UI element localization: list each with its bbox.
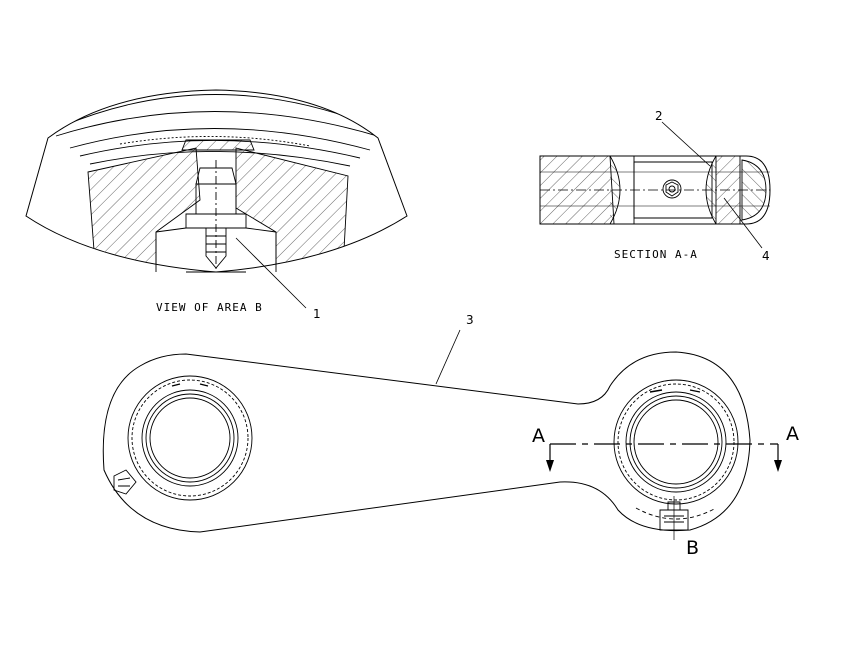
view-of-area-b <box>25 89 408 309</box>
view-b-caption: VIEW OF AREA B <box>156 301 263 314</box>
area-b-marker: B <box>686 537 700 559</box>
callout-4: 4 <box>762 249 770 263</box>
section-marker-left: A <box>532 425 545 447</box>
callout-3: 3 <box>466 313 474 327</box>
callout-1: 1 <box>313 307 321 321</box>
section-a-a <box>539 121 771 249</box>
section-marker-right: A <box>786 423 799 445</box>
callout-2: 2 <box>655 109 663 123</box>
section-aa-caption: SECTION A-A <box>614 248 698 261</box>
link-arm <box>102 329 782 540</box>
